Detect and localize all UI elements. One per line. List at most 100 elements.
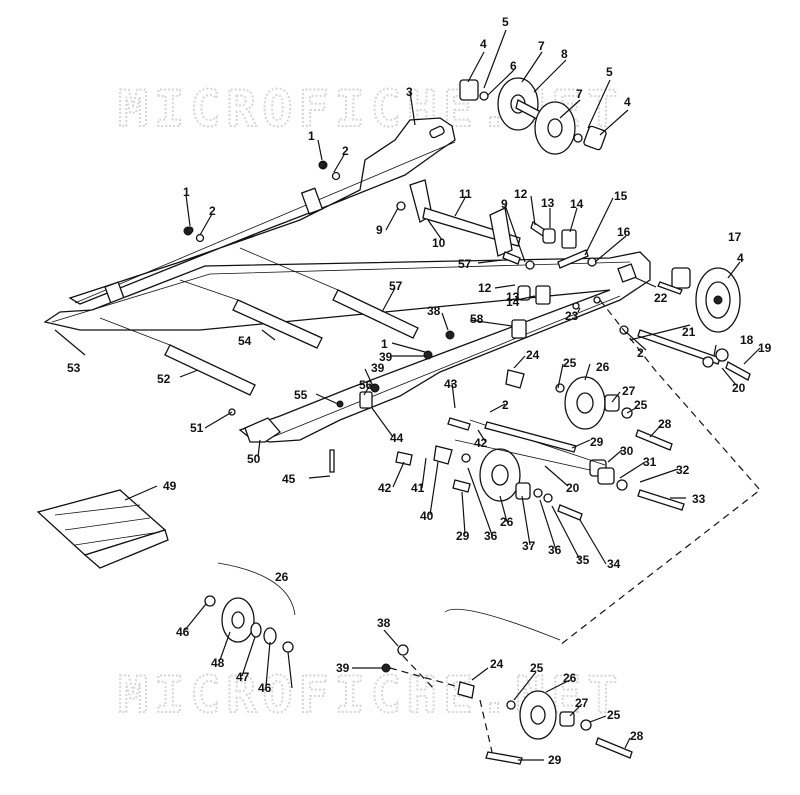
top-idler-wheels [459,77,607,155]
callout-label: 26 [596,360,610,374]
callout-label: 1 [381,337,388,351]
callout-label: 1 [183,185,190,199]
callout-label: 25 [563,356,577,370]
hardware [186,161,683,493]
callout-label: 4 [480,37,487,51]
cross-shaft-10 [409,179,521,257]
callout-label: 39 [371,361,385,375]
callout-label: 2 [637,346,644,360]
callout-label: 57 [389,279,403,293]
callout-label: 25 [634,398,648,412]
reference-dashed-line [559,299,761,646]
callout-label: 13 [541,196,555,210]
callout-label: 14 [506,295,520,309]
callout-label: 28 [658,417,672,431]
callout-label: 17 [728,230,742,244]
callout-label: 42 [474,436,488,450]
callout-label: 2 [209,204,216,218]
callout-label: 9 [501,197,508,211]
callout-label: 35 [576,553,590,567]
callout-label: 48 [211,656,225,670]
callout-label: 26 [500,515,514,529]
callout-label: 38 [377,616,391,630]
callout-label: 25 [530,661,544,675]
callout-label: 18 [740,333,754,347]
detail-wheel-26-bottom [381,608,633,765]
callout-label: 46 [176,625,190,639]
callout-label: 24 [490,657,504,671]
callout-label: 29 [456,529,470,543]
callout-label: 10 [432,236,446,250]
callout-label: 56 [359,378,373,392]
callout-label: 34 [607,557,621,571]
callout-label: 19 [758,341,772,355]
callout-label: 30 [620,444,634,458]
callout-label: 8 [561,47,568,61]
callout-label: 5 [502,15,509,29]
callout-label: 52 [157,372,171,386]
callout-label: 20 [566,481,580,495]
callout-label: 28 [630,729,644,743]
callout-label: 2 [342,144,349,158]
callout-label: 5 [606,65,613,79]
leader-lines [54,29,761,761]
middle-wheels [454,376,685,521]
slide-49 [36,489,169,569]
callout-label: 23 [565,309,579,323]
callout-label: 14 [570,197,584,211]
callout-label: 55 [294,388,308,402]
callout-label: 29 [548,753,562,767]
callout-label: 29 [590,435,604,449]
callout-label: 50 [247,452,261,466]
callout-label: 49 [163,479,177,493]
callout-label: 7 [576,87,583,101]
callout-label: 36 [484,529,498,543]
callout-label: 21 [682,325,696,339]
callout-label: 2 [502,398,509,412]
callout-label: 26 [275,570,289,584]
callout-label: 1 [308,129,315,143]
callout-label: 54 [238,334,252,348]
callout-label: 12 [478,281,492,295]
callout-label: 32 [676,463,690,477]
callout-label: 44 [390,431,404,445]
callout-label: 25 [607,708,621,722]
callout-label: 51 [190,421,204,435]
callout-label: 47 [236,670,250,684]
callout-label: 12 [514,187,528,201]
callout-label: 39 [379,350,393,364]
callout-label: 11 [459,187,472,201]
callout-label: 31 [643,455,657,469]
callout-label: 27 [575,696,589,710]
callout-label: 37 [522,539,536,553]
callout-label: 45 [282,472,296,486]
callout-label: 58 [470,312,484,326]
callout-label: 24 [526,348,540,362]
callout-label: 13 [506,290,520,304]
callout-label: 40 [420,509,434,523]
callout-label: 53 [67,361,81,375]
callout-label: 15 [614,189,628,203]
callout-label: 46 [258,681,272,695]
callout-label: 9 [376,223,383,237]
callout-label: 4 [737,251,744,265]
callout-label: 7 [538,39,545,53]
callout-label: 20 [732,381,746,395]
callout-label: 36 [548,543,562,557]
wheel-17-assembly [637,267,751,381]
callout-label: 38 [427,304,441,318]
callout-label: 42 [378,481,392,495]
callout-label: 27 [622,384,636,398]
callout-labels: 4 5 6 7 8 7 5 4 3 1 2 1 2 9 10 11 12 13 … [67,15,772,767]
callout-label: 3 [406,85,413,99]
cross-tubes [99,247,419,396]
callout-label: 26 [563,671,577,685]
callout-label: 4 [624,95,631,109]
callout-label: 43 [444,377,458,391]
callout-label: 41 [411,481,425,495]
callout-label: 22 [654,291,668,305]
callout-label: 6 [510,59,517,73]
callout-label: 33 [692,492,706,506]
callout-label: 57 [458,257,472,271]
